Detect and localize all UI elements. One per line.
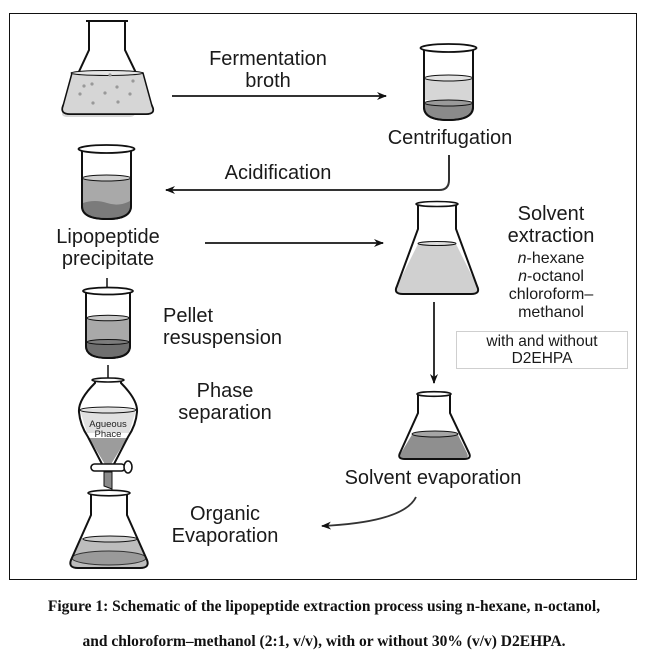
label-solvent-evaporation: Solvent evaporation	[344, 467, 522, 489]
d2ehpa-note-box: with and without D2EHPA	[456, 331, 628, 369]
label-pellet-resuspension: Pellet resuspension	[163, 305, 282, 349]
label-broth: broth	[245, 70, 291, 92]
funnel-label-line-1: Agueous	[89, 419, 127, 430]
centrifuge-tube-icon	[419, 43, 478, 122]
arrow-to-organic-evaporation	[321, 496, 417, 530]
solvent-chloroform: chloroform–	[508, 286, 594, 303]
label-lipopeptide: Lipopeptide	[56, 226, 160, 248]
label-precipitate: precipitate	[61, 248, 155, 270]
label-fermentation: Fermentation	[209, 48, 327, 70]
label-extraction: extraction	[507, 225, 595, 247]
label-pellet: Pellet	[163, 305, 214, 327]
pellet-tube-icon	[82, 286, 134, 360]
solvent-n-octanol: n-octanol	[518, 268, 584, 285]
label-organic: Organic	[189, 503, 261, 525]
label-lipopeptide-precipitate: Lipopeptide precipitate	[33, 226, 183, 270]
label-fermentation-broth: Fermentation broth	[178, 48, 358, 92]
note-line-2: D2EHPA	[511, 350, 573, 367]
label-separation: separation	[178, 402, 272, 424]
process-diagram	[61, 20, 480, 569]
fermentation-flask-icon	[61, 20, 155, 117]
organic-evaporation-flask-icon	[69, 489, 149, 569]
solvent-list: n-hexane n-octanol chloroform– methanol	[484, 250, 618, 322]
label-acidification: Acidification	[224, 162, 332, 184]
label-solvent: Solvent	[517, 203, 585, 225]
separatory-funnel-icon	[77, 377, 139, 490]
label-centrifugation: Centrifugation	[387, 127, 513, 149]
solvent-methanol: methanol	[518, 304, 584, 321]
solvent-n-hexane: n-hexane	[517, 250, 585, 267]
label-phase-separation: Phase separation	[165, 380, 285, 424]
label-solvent-extraction: Solvent extraction	[484, 203, 618, 247]
arrow-to-precipitate	[165, 155, 450, 194]
precipitate-tube-icon	[77, 144, 136, 221]
figure-caption-line-1: Figure 1: Schematic of the lipopeptide e…	[47, 598, 601, 615]
label-evaporation: Evaporation	[171, 525, 279, 547]
figure-caption-line-2: and chloroform–methanol (2:1, v/v), with…	[82, 633, 566, 650]
funnel-label-line-2: Phace	[94, 429, 122, 440]
label-organic-evaporation: Organic Evaporation	[150, 503, 300, 547]
label-resuspension: resuspension	[163, 327, 282, 349]
note-line-1: with and without	[486, 333, 598, 350]
figure-frame	[9, 13, 637, 580]
solvent-evaporation-flask-icon	[398, 390, 471, 460]
label-phase: Phase	[196, 380, 254, 402]
solvent-extraction-flask-icon	[394, 200, 480, 295]
funnel-phase-label: Agueous Phace	[83, 420, 133, 440]
